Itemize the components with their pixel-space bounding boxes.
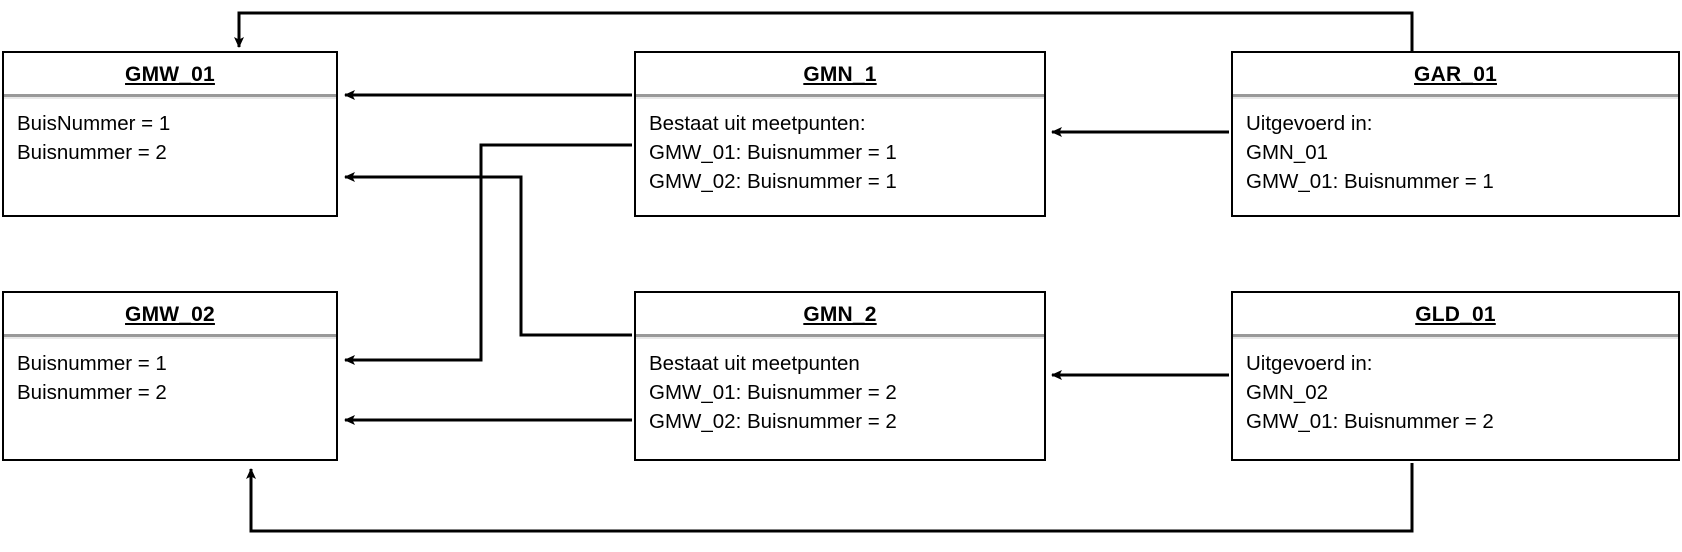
connector-gmn2-to-gmw01 — [344, 172, 632, 337]
node-title: GMN_1 — [803, 63, 877, 86]
node-header: GMW_02 — [4, 293, 336, 337]
node-gmw-02[interactable]: GMW_02 Buisnummer = 1 Buisnummer = 2 — [2, 291, 338, 461]
node-header: GMN_1 — [636, 53, 1044, 97]
node-attribute-line: Uitgevoerd in: — [1246, 112, 1373, 135]
node-title: GMW_01 — [125, 63, 215, 86]
node-attribute-line: GMW_01: Buisnummer = 1 — [1246, 170, 1494, 193]
node-divider — [1233, 334, 1678, 337]
node-attribute-line: GMW_02: Buisnummer = 1 — [649, 170, 897, 193]
node-body: Bestaat uit meetpunten GMW_01: Buisnumme… — [636, 337, 1044, 436]
node-attribute-line: Bestaat uit meetpunten — [649, 352, 860, 375]
node-body: BuisNummer = 1 Buisnummer = 2 — [4, 97, 336, 167]
node-attribute-line: GMW_01: Buisnummer = 2 — [1246, 410, 1494, 433]
node-divider — [1233, 94, 1678, 97]
node-attribute-line: Buisnummer = 2 — [17, 141, 167, 164]
node-header: GMN_2 — [636, 293, 1044, 337]
node-gmw-01[interactable]: GMW_01 BuisNummer = 1 Buisnummer = 2 — [2, 51, 338, 217]
node-divider — [4, 94, 336, 97]
connector-gar01-to-gmw01-top — [234, 11, 1414, 53]
node-attribute-line: GMW_02: Buisnummer = 2 — [649, 410, 897, 433]
node-body: Buisnummer = 1 Buisnummer = 2 — [4, 337, 336, 407]
node-attribute-line: Bestaat uit meetpunten: — [649, 112, 866, 135]
node-attribute-line: Buisnummer = 2 — [17, 381, 167, 404]
node-title: GMW_02 — [125, 303, 215, 326]
node-header: GMW_01 — [4, 53, 336, 97]
node-gld-01[interactable]: GLD_01 Uitgevoerd in: GMN_02 GMW_01: Bui… — [1231, 291, 1680, 461]
node-divider — [636, 334, 1044, 337]
node-title: GLD_01 — [1415, 303, 1496, 326]
node-attribute-line: GMW_01: Buisnummer = 2 — [649, 381, 897, 404]
node-gmn-2[interactable]: GMN_2 Bestaat uit meetpunten GMW_01: Bui… — [634, 291, 1046, 461]
node-gmn-1[interactable]: GMN_1 Bestaat uit meetpunten: GMW_01: Bu… — [634, 51, 1046, 217]
node-attribute-line: GMN_02 — [1246, 381, 1329, 404]
node-title: GAR_01 — [1414, 63, 1497, 86]
node-attribute-line: GMN_01 — [1246, 141, 1329, 164]
node-body: Uitgevoerd in: GMN_01 GMW_01: Buisnummer… — [1233, 97, 1678, 196]
node-attribute-line: Uitgevoerd in: — [1246, 352, 1373, 375]
connector-gld01-to-gmw02-bottom — [246, 463, 1414, 533]
node-divider — [4, 334, 336, 337]
node-divider — [636, 94, 1044, 97]
connector-gmn1-to-gmw02 — [344, 143, 632, 365]
node-gar-01[interactable]: GAR_01 Uitgevoerd in: GMN_01 GMW_01: Bui… — [1231, 51, 1680, 217]
node-attribute-line: GMW_01: Buisnummer = 1 — [649, 141, 897, 164]
node-header: GAR_01 — [1233, 53, 1678, 97]
node-attribute-line: BuisNummer = 1 — [17, 112, 171, 135]
node-body: Uitgevoerd in: GMN_02 GMW_01: Buisnummer… — [1233, 337, 1678, 436]
node-title: GMN_2 — [803, 303, 877, 326]
node-body: Bestaat uit meetpunten: GMW_01: Buisnumm… — [636, 97, 1044, 196]
node-attribute-line: Buisnummer = 1 — [17, 352, 167, 375]
node-header: GLD_01 — [1233, 293, 1678, 337]
